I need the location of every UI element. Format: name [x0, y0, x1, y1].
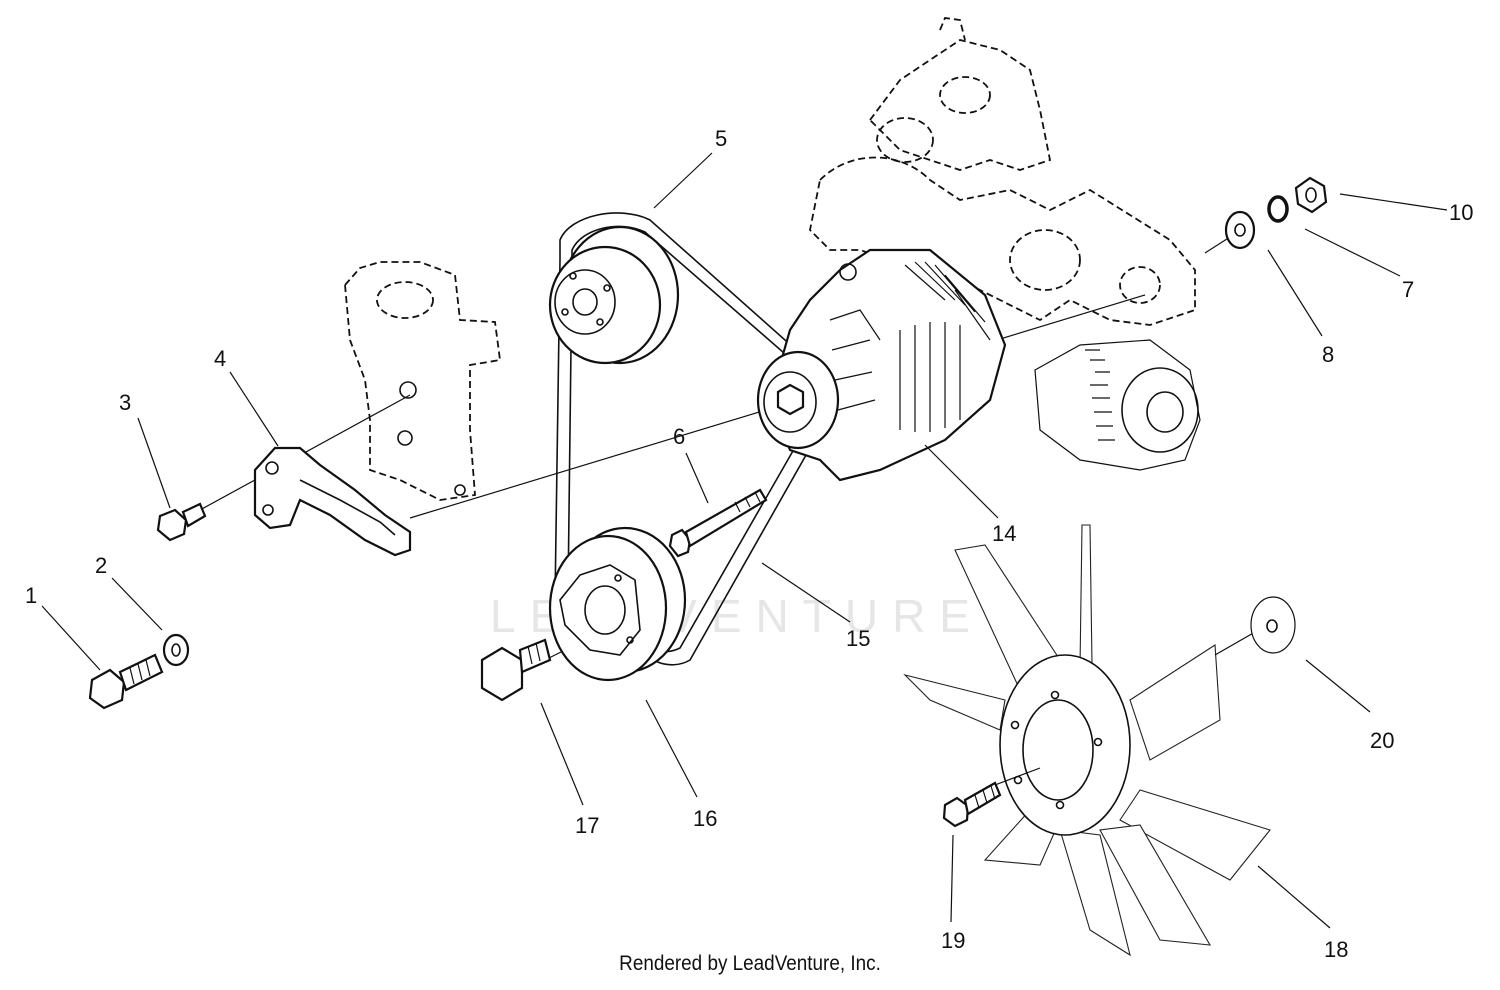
bolt-part-1: [88, 653, 164, 710]
callout-17: 17: [575, 813, 599, 838]
lock-washer-part-7: [1267, 195, 1289, 223]
flat-washer-part-8: [1224, 210, 1256, 250]
cooling-fan: [903, 524, 1271, 957]
callout-8: 8: [1322, 342, 1334, 367]
washer-part-2: [162, 633, 190, 667]
callout-14: 14: [992, 521, 1016, 546]
alternator: [756, 248, 1007, 482]
nut-part-10: [1294, 176, 1328, 214]
water-pump-pulley: [548, 225, 680, 365]
engine-block: [809, 17, 1201, 471]
callout-7: 7: [1402, 277, 1414, 302]
long-bolt: [668, 488, 768, 558]
callout-6: 6: [673, 424, 685, 449]
leader-lines: [41, 152, 1448, 929]
callout-20: 20: [1370, 728, 1394, 753]
callout-15: 15: [846, 626, 870, 651]
fan-spacer-washer: [1250, 596, 1296, 654]
fan-bolt: [942, 781, 1002, 828]
crankshaft-pulley: [548, 526, 687, 682]
footer-credit: Rendered by LeadVenture, Inc.: [619, 952, 881, 975]
callout-4: 4: [214, 346, 226, 371]
callout-10: 10: [1449, 200, 1473, 225]
callout-2: 2: [95, 553, 107, 578]
adjusting-bracket: [253, 446, 412, 557]
callout-1: 1: [25, 583, 37, 608]
crank-bolt: [480, 638, 552, 702]
callout-3: 3: [119, 390, 131, 415]
bolt-part-3: [156, 502, 207, 542]
thermostat-housing: [344, 261, 502, 501]
callout-19: 19: [941, 928, 965, 953]
callout-18: 18: [1324, 937, 1348, 962]
callout-5: 5: [715, 126, 727, 151]
callout-16: 16: [693, 806, 717, 831]
